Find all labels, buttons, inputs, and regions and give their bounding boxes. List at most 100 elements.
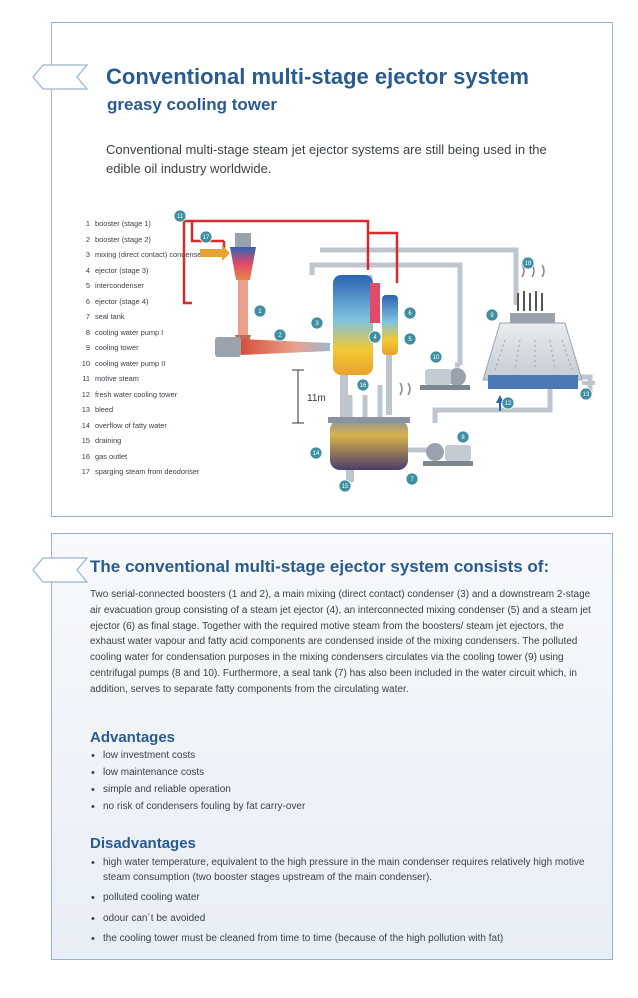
intercondenser: [370, 283, 398, 415]
gas-outlet-icon: [399, 382, 411, 396]
legend-item: 7 seal tank: [77, 312, 235, 322]
marker-2: 2: [273, 328, 287, 342]
legend-item: 5 intercondenser: [77, 281, 235, 291]
legend-label: gas outlet: [95, 451, 128, 461]
booster-stage-1: [230, 233, 256, 350]
page-title: Conventional multi-stage ejector system: [106, 64, 529, 89]
svg-text:9: 9: [490, 313, 494, 319]
legend-label: fresh water cooling tower: [95, 389, 178, 399]
svg-text:1: 1: [258, 309, 262, 315]
marker-5: 5: [403, 332, 417, 346]
marker-14: 14: [309, 446, 323, 460]
marker-3: 3: [310, 316, 324, 330]
svg-text:18: 18: [525, 261, 532, 267]
legend-label: motive steam: [95, 374, 139, 383]
legend-number: 8: [85, 327, 90, 337]
marker-8: 8: [456, 430, 470, 444]
chevron-tab-icon: [32, 557, 89, 583]
legend-number: 12: [81, 389, 90, 399]
disadvantages-item: high water temperature, equivalent to th…: [90, 856, 590, 885]
legend-label: ejector (stage 4): [95, 296, 149, 306]
sparging-steam-arrow: [200, 245, 230, 261]
intro-text: Conventional multi-stage steam jet eject…: [106, 142, 547, 176]
advantages-item: simple and reliable operation: [90, 783, 590, 798]
booster-stage-2: [215, 337, 330, 357]
legend-number: 11: [82, 374, 90, 383]
legend-item: 16 gas outlet: [77, 452, 235, 462]
legend-label: ejector (stage 3): [95, 265, 149, 275]
disadvantages-title: Disadvantages: [90, 835, 196, 852]
marker-16: 16: [356, 378, 370, 392]
advantages-item: no risk of condensers fouling by fat car…: [90, 800, 590, 815]
legend-number: 15: [81, 436, 90, 445]
svg-text:2: 2: [278, 333, 282, 339]
legend-number: 10: [81, 358, 90, 368]
marker-15: 15: [338, 479, 352, 493]
svg-text:5: 5: [408, 337, 412, 343]
marker-4: 4: [368, 330, 382, 344]
main-condenser: [333, 275, 373, 420]
disadvantages-item: the cooling tower must be cleaned from t…: [90, 932, 590, 947]
legend-label: intercondenser: [95, 281, 144, 290]
advantages-item: low maintenance costs: [90, 766, 590, 781]
legend-label: seal tank: [95, 312, 125, 321]
pump-10: [420, 368, 470, 390]
svg-text:3: 3: [315, 321, 319, 327]
legend-label: cooling water pump II: [95, 358, 166, 368]
legend-label: draining: [95, 436, 122, 445]
legend-number: 5: [85, 281, 90, 290]
legend-number: 3: [85, 250, 90, 259]
steam-lines: [182, 219, 399, 305]
svg-text:6: 6: [408, 311, 412, 317]
svg-text:14: 14: [313, 451, 320, 457]
legend-label: mixing (direct contact) condenser: [95, 250, 204, 259]
legend-label: sparging steam from deodoriser: [95, 467, 200, 476]
ejector-system-diagram: 11m: [173, 209, 595, 493]
section-body: Two serial-connected boosters (1 and 2),…: [90, 589, 591, 695]
marker-10: 10: [429, 350, 443, 364]
legend-item: 4 ejector (stage 3): [77, 266, 235, 276]
seal-tank: [328, 417, 410, 482]
legend-item: 11 motive steam: [77, 374, 235, 384]
advantages-list: low investment costslow maintenance cost…: [90, 749, 590, 817]
marker-18: 18: [521, 256, 535, 270]
legend-item: 9 cooling tower: [77, 343, 235, 353]
legend-label: cooling water pump I: [95, 327, 164, 337]
height-dimension: 11m: [292, 369, 326, 424]
svg-text:15: 15: [342, 484, 349, 490]
legend-item: 10 cooling water pump II: [77, 359, 235, 369]
legend-number: 14: [81, 420, 90, 430]
legend-number: 4: [85, 265, 90, 275]
section-title: The conventional multi-stage ejector sys…: [90, 557, 550, 576]
disadvantages-item: polluted cooling water: [90, 891, 590, 906]
legend-item: 3 mixing (direct contact) condenser: [77, 250, 235, 260]
marker-9: 9: [485, 308, 499, 322]
marker-12: 12: [501, 396, 515, 410]
marker-1: 1: [253, 304, 267, 318]
svg-text:4: 4: [373, 335, 377, 341]
svg-text:16: 16: [360, 383, 367, 389]
legend-label: booster (stage 1): [95, 219, 151, 228]
legend-number: 2: [85, 234, 90, 244]
marker-6: 6: [403, 306, 417, 320]
legend-number: 7: [85, 312, 90, 321]
legend-item: 12 fresh water cooling tower: [77, 390, 235, 400]
legend-label: booster (stage 2): [95, 234, 151, 244]
bottom-panel: [51, 533, 613, 960]
marker-11: 11: [173, 209, 187, 223]
legend-item: 15 draining: [77, 436, 235, 446]
legend-number: 13: [81, 405, 90, 414]
legend-label: overflow of fatty water: [95, 420, 167, 430]
legend-label: cooling tower: [95, 343, 139, 352]
legend-item: 2 booster (stage 2): [77, 235, 235, 245]
legend-number: 9: [85, 343, 90, 352]
chevron-tab-icon: [32, 64, 89, 90]
page-subtitle: greasy cooling tower: [107, 95, 278, 114]
legend-item: 14 overflow of fatty water: [77, 421, 235, 431]
legend-number: 16: [81, 451, 90, 461]
marker-7: 7: [405, 472, 419, 486]
